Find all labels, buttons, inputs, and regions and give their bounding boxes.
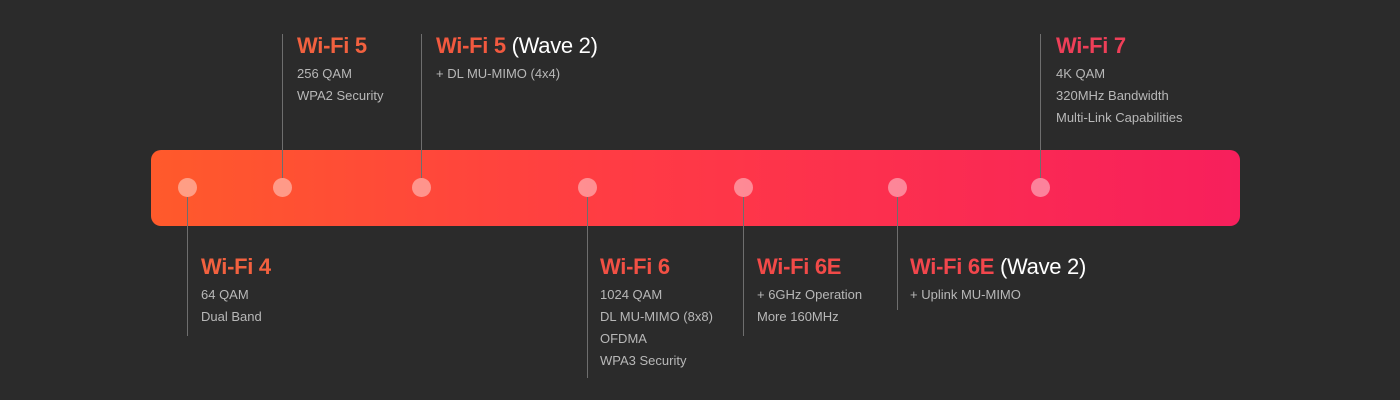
milestone-label-wifi6e-wave2: Wi-Fi 6E (Wave 2) + Uplink MU-MIMO	[910, 254, 1086, 306]
milestone-title: Wi-Fi 5	[297, 33, 383, 59]
feature-list: 1024 QAM DL MU-MIMO (8x8) OFDMA WPA3 Securi…	[600, 284, 713, 372]
connector-line-wifi6e-wave2	[896, 197, 898, 310]
milestone-label-wifi6: Wi-Fi 6 1024 QAM DL MU-MIMO (8x8) OFDMA WPA3…	[600, 254, 713, 372]
feature-item: OFDMA	[600, 331, 647, 346]
connector-line-wifi6	[586, 197, 588, 378]
milestone-dot-wifi6	[577, 178, 597, 197]
milestone-title: Wi-Fi 4	[201, 254, 271, 280]
feature-item: 320MHz Bandwidth	[1056, 88, 1169, 103]
milestone-dot-wifi5	[272, 178, 292, 197]
connector-line-wifi5	[281, 34, 283, 178]
milestone-title: Wi-Fi 7	[1056, 33, 1182, 59]
connector-line-wifi6e	[742, 197, 744, 336]
milestone-name: Wi-Fi 5	[297, 33, 367, 58]
feature-list: + Uplink MU-MIMO	[910, 284, 1086, 306]
milestone-name: Wi-Fi 7	[1056, 33, 1126, 58]
connector-line-wifi4	[186, 197, 188, 336]
milestone-dot-wifi6e-wave2	[887, 178, 907, 197]
feature-list: + DL MU-MIMO (4x4)	[436, 63, 598, 85]
feature-item: WPA2 Security	[297, 88, 384, 103]
milestone-label-wifi4: Wi-Fi 4 64 QAM Dual Band	[201, 254, 271, 328]
feature-item: 1024 QAM	[600, 287, 663, 302]
milestone-dot-wifi6e	[733, 178, 753, 197]
feature-list: 256 QAM WPA2 Security	[297, 63, 383, 107]
milestone-name: Wi-Fi 4	[201, 254, 271, 279]
milestone-name: Wi-Fi 6E	[757, 254, 842, 279]
feature-item: Multi-Link Capabilities	[1056, 110, 1183, 125]
milestone-dot-wifi5-wave2	[411, 178, 431, 197]
milestone-dot-wifi4	[177, 178, 197, 197]
milestone-dot-wifi7	[1030, 178, 1050, 197]
milestone-title: Wi-Fi 6	[600, 254, 713, 280]
feature-item: + Uplink MU-MIMO	[910, 287, 1021, 302]
feature-item: + DL MU-MIMO (4x4)	[436, 66, 561, 81]
feature-item: WPA3 Security	[600, 353, 687, 368]
connector-line-wifi5-wave2	[420, 34, 422, 178]
milestone-name: Wi-Fi 6	[600, 254, 670, 279]
feature-item: More 160MHz	[757, 309, 839, 324]
feature-item: 64 QAM	[201, 287, 249, 302]
timeline-bar	[151, 150, 1240, 226]
feature-item: Dual Band	[201, 309, 262, 324]
feature-list: 64 QAM Dual Band	[201, 284, 271, 328]
milestone-label-wifi5-wave2: Wi-Fi 5 (Wave 2) + DL MU-MIMO (4x4)	[436, 33, 598, 85]
feature-item: DL MU-MIMO (8x8)	[600, 309, 713, 324]
milestone-name: Wi-Fi 6E	[910, 254, 995, 279]
feature-item: 4K QAM	[1056, 66, 1106, 81]
feature-item: + 6GHz Operation	[757, 287, 863, 302]
milestone-title: Wi-Fi 6E (Wave 2)	[910, 254, 1086, 280]
milestone-suffix: (Wave 2)	[511, 33, 598, 58]
milestone-suffix: (Wave 2)	[1000, 254, 1087, 279]
milestone-name: Wi-Fi 5	[436, 33, 506, 58]
milestone-label-wifi5: Wi-Fi 5 256 QAM WPA2 Security	[297, 33, 383, 107]
connector-line-wifi7	[1039, 34, 1041, 178]
feature-item: 256 QAM	[297, 66, 352, 81]
milestone-title: Wi-Fi 5 (Wave 2)	[436, 33, 598, 59]
milestone-title: Wi-Fi 6E	[757, 254, 862, 280]
